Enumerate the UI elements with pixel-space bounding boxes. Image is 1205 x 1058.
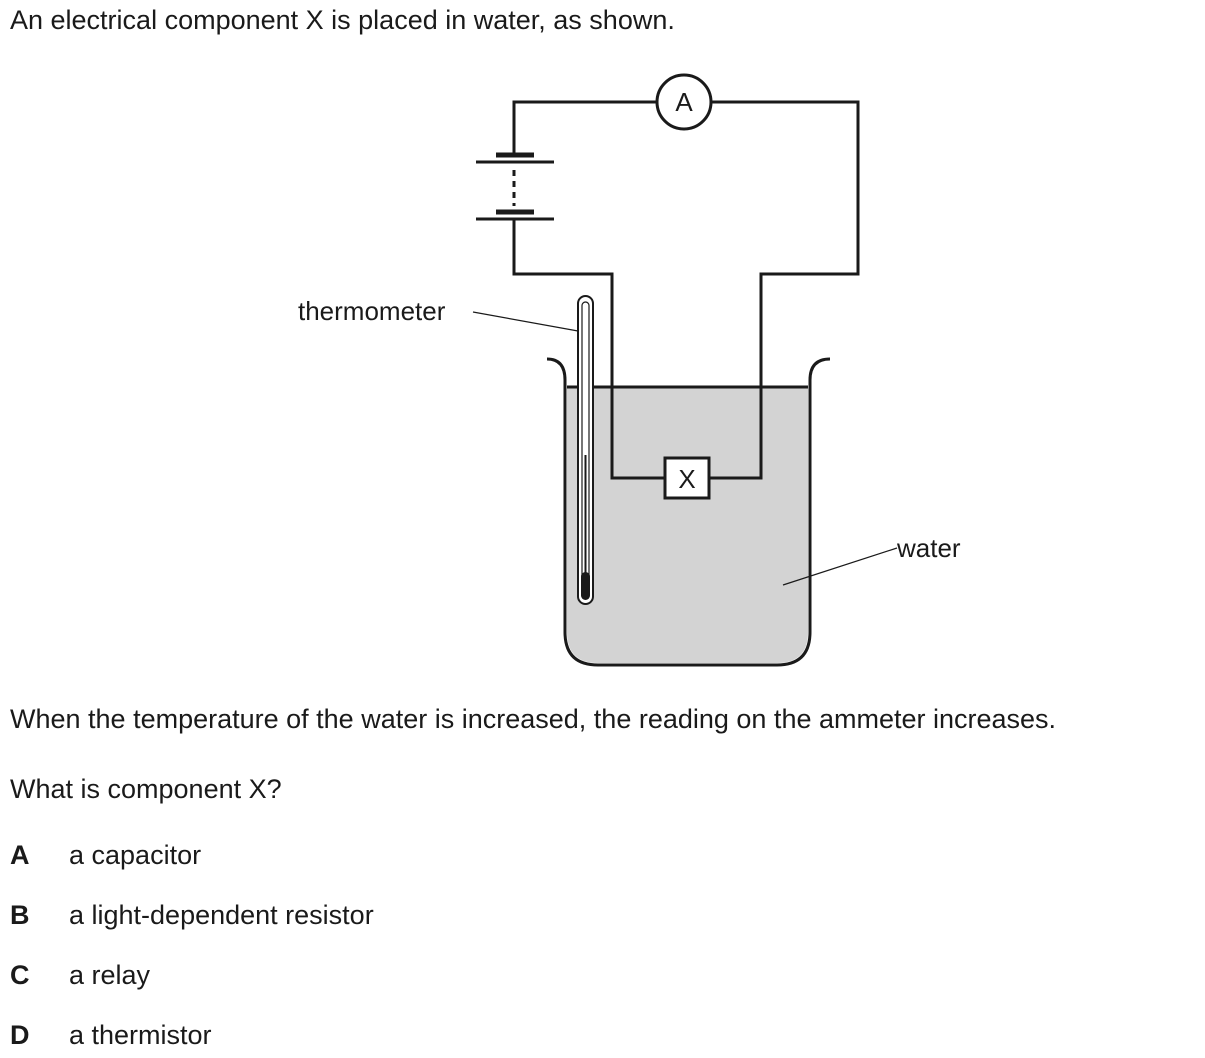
beaker [546, 357, 831, 667]
water-label: water [896, 533, 961, 563]
component-x-symbol: X [678, 464, 695, 494]
option-b-text: a light-dependent resistor [69, 900, 374, 930]
question-text: What is component X? [10, 774, 282, 804]
ammeter: A [655, 73, 713, 131]
water-leader [782, 547, 898, 586]
ammeter-symbol: A [675, 87, 693, 117]
option-a-text: a capacitor [69, 840, 202, 870]
thermometer [577, 295, 594, 605]
statement-text: When the temperature of the water is inc… [10, 704, 1057, 734]
intro-text: An electrical component X is placed in w… [10, 5, 675, 35]
circuit-wires [512, 100, 860, 480]
thermometer-label: thermometer [298, 296, 446, 326]
option-d-letter: D [10, 1020, 30, 1050]
option-a-letter: A [10, 840, 30, 870]
circuit-diagram: A X thermometer water [298, 73, 961, 667]
battery [476, 152, 554, 221]
water-fill [567, 387, 808, 663]
thermometer-leader [472, 311, 579, 332]
component-x: X [663, 456, 711, 500]
option-c-text: a relay [69, 960, 151, 990]
option-c-letter: C [10, 960, 30, 990]
option-d-text: a thermistor [69, 1020, 212, 1050]
option-b-letter: B [10, 900, 30, 930]
